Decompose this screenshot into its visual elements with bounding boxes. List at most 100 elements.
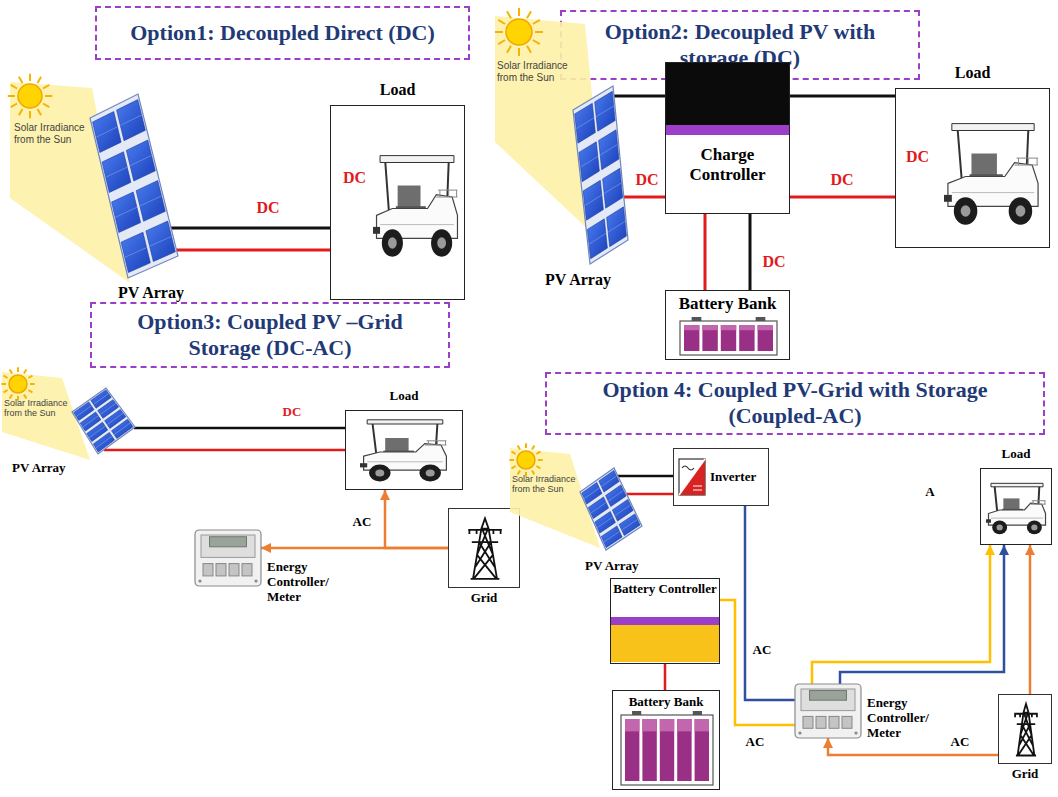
panel-frame: [72, 388, 135, 454]
cart-seat: [1003, 498, 1019, 510]
sun-ray: [45, 95, 52, 97]
cart-rack: [1031, 501, 1046, 504]
wire-connector: [812, 545, 990, 684]
cell-line: [89, 426, 105, 437]
cart-rack: [425, 441, 447, 445]
solar-panel: [90, 94, 178, 278]
cart-wheel: [382, 229, 403, 257]
sun-ray: [532, 446, 534, 450]
panel-cell: [126, 140, 155, 181]
battery-cell-shine: [660, 719, 674, 731]
irradiance-note: Solar Irradiance from the Sun: [4, 398, 70, 419]
wire-label: DC: [760, 253, 787, 271]
cell-line: [120, 115, 141, 125]
sun-ray: [518, 48, 520, 56]
panel-cell: [112, 419, 133, 438]
battery-cell: [695, 719, 709, 781]
sun-ray: [525, 443, 527, 448]
grid-box: Grid: [448, 508, 520, 588]
battery-cell-shine: [721, 325, 736, 330]
battery-cell: [660, 719, 674, 781]
option-heading: Option1: Decoupled Direct (DC): [107, 20, 458, 46]
cart-illustration: [981, 469, 1051, 544]
panel-cell: [579, 142, 599, 182]
cell-line: [615, 505, 631, 516]
battery-cell: [677, 719, 691, 781]
cart-roof: [380, 156, 454, 163]
meter-case: [795, 684, 861, 738]
cell-line: [106, 167, 127, 177]
wire-connector: [828, 738, 998, 755]
cell-line: [150, 236, 172, 246]
cell-line: [591, 502, 606, 513]
wire-connector: [1029, 545, 1032, 694]
load-box: LoadDC: [895, 88, 1050, 248]
battery-label: Battery Bank: [613, 694, 719, 710]
sun-ray: [11, 104, 17, 108]
sun-rays: [509, 443, 542, 476]
cart-roof: [367, 420, 443, 424]
battery-cell-shine: [758, 325, 773, 330]
battery-terminal: [756, 317, 766, 321]
battery-icon: [621, 711, 713, 785]
meter-terminal: [829, 716, 839, 728]
cart-stripe: [380, 224, 454, 225]
transmission-tower: [1014, 704, 1038, 756]
sun-ray: [518, 8, 520, 16]
sun-ray: [19, 77, 23, 83]
pv-array-label: PV Array: [12, 460, 66, 476]
meter-icon: [795, 684, 861, 738]
sun-ray: [507, 11, 511, 18]
pv-array-label: PV Array: [585, 558, 639, 574]
cart-stripe: [952, 192, 1034, 193]
pv-array-label: PV Array: [118, 283, 184, 302]
panel-cell: [603, 168, 623, 208]
tower-illustration: [449, 509, 519, 587]
pv-illustration: [495, 12, 630, 292]
sun-ray: [4, 390, 8, 392]
battery-cell-shine: [684, 325, 699, 330]
wire-label: DC: [281, 405, 304, 419]
cell-line: [83, 416, 98, 427]
wire-connector: [704, 214, 707, 290]
wire-connector: [171, 227, 330, 230]
sun-rays: [1, 367, 34, 400]
dc-symbol: [693, 486, 702, 490]
cell-line: [96, 127, 117, 137]
tower-lattice: [1014, 704, 1038, 756]
energy-meter: Energy Controller/ Meter: [195, 530, 261, 586]
panel-cell: [117, 100, 146, 141]
load-box: Load: [980, 468, 1052, 545]
sun-ray: [535, 31, 543, 33]
sun-ray: [8, 95, 15, 97]
wire-connector: [790, 95, 895, 98]
meter-illustration: [795, 684, 861, 738]
sun-disc: [18, 84, 42, 108]
dc-tag: DC: [906, 147, 929, 166]
cart-wheel: [419, 465, 441, 482]
pv-array: Solar Irradiance from the SunPV Array: [495, 12, 630, 292]
battery-case: [621, 715, 713, 785]
tower-illustration: [999, 695, 1051, 763]
sun-ray: [17, 367, 19, 372]
cell-line: [130, 155, 151, 165]
sun-ray: [538, 459, 543, 461]
sun-ray: [28, 390, 32, 392]
meter-face: [201, 535, 255, 557]
sun-ray: [512, 466, 516, 468]
panel-cell: [587, 219, 607, 259]
battery-bank: Battery Bank: [612, 690, 720, 790]
sun-ray: [518, 446, 520, 450]
cart-stripe: [367, 461, 443, 462]
sun-ray: [28, 376, 32, 378]
wire-connector: [134, 427, 345, 430]
meter-terminal: [803, 716, 813, 728]
cart-bumper: [360, 463, 367, 467]
inverter-label: Inverter: [710, 469, 756, 485]
irradiance-note: Solar Irradiance from the Sun: [14, 122, 88, 145]
battery-cell-shine: [739, 325, 754, 330]
meter-screw: [198, 579, 201, 582]
meter-case: [195, 530, 261, 586]
sun-ray: [527, 11, 531, 18]
solar-panel: [573, 86, 628, 264]
